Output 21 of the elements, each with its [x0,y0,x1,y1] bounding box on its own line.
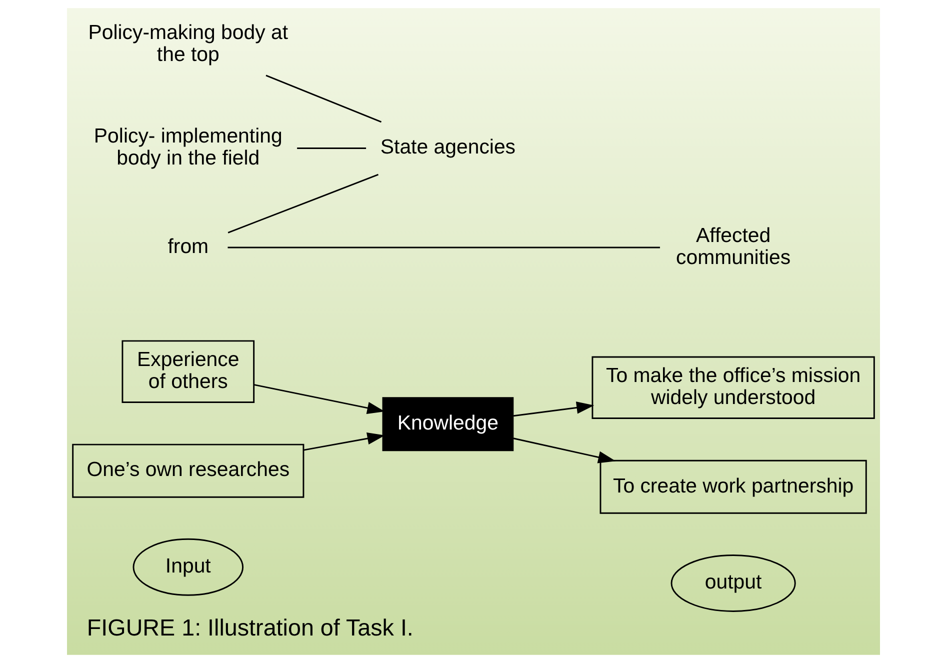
node-text: Policy- implementing body in the field [94,126,282,170]
node-ellipse: Input [132,538,244,596]
node-text: Affected communities [676,224,791,269]
node-ellipse: output [670,554,796,612]
node-box: To create work partnership [600,460,867,514]
node-box: One’s own researches [72,444,304,498]
node-box: Experience of others [122,340,255,403]
arrow [513,402,594,417]
node-box: To make the office’s mission widely understood [592,356,875,419]
node-box: Knowledge [382,397,514,452]
node-text: State agencies [380,136,516,159]
connector [297,148,366,149]
connector [266,74,382,123]
arrow [513,438,616,464]
node-text: Policy-making body at the top [88,22,288,66]
caption: FIGURE 1: Illustration of Task I. [86,614,414,641]
node-text: from [168,236,209,258]
connector [228,246,660,248]
connector [228,174,379,234]
arrow [254,384,385,414]
arrow [304,432,385,451]
